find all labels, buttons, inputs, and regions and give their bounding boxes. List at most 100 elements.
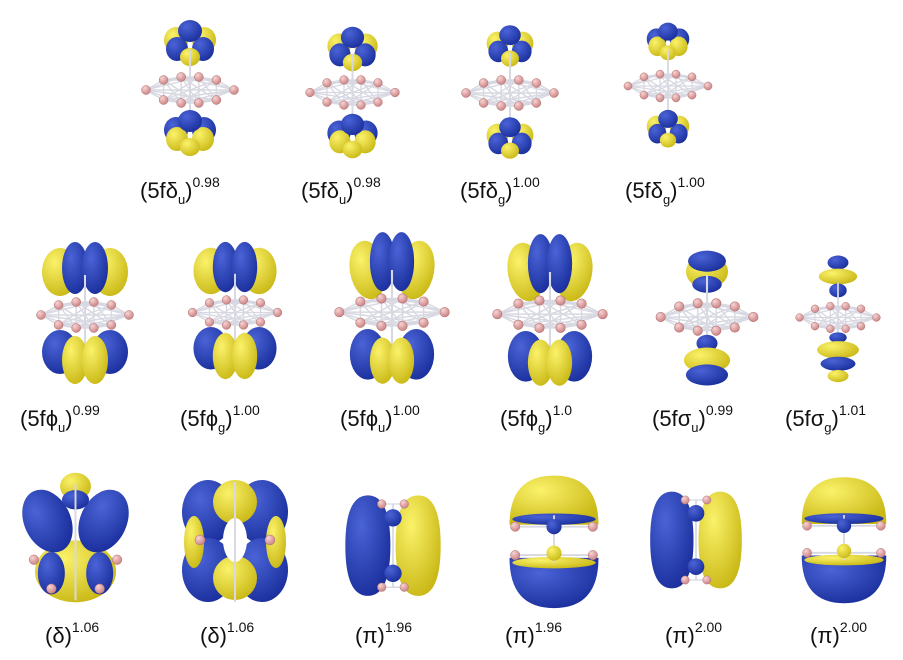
orbital-plot [618,10,718,162]
orbital-svg [182,480,288,602]
bond-line [814,308,831,330]
orbital-plot [790,240,886,395]
blue-lobe [499,117,521,138]
orbital-plot [135,15,245,165]
bond-line [518,79,537,104]
yellow-lobe [232,332,258,380]
blue-lobe [82,242,108,294]
bond-line [845,305,862,327]
orbital-plot [790,470,898,605]
bond-line [517,303,541,329]
boron-atom [687,90,697,100]
orbital-label: (5fδg)1.00 [625,174,705,207]
boron-atom [876,548,886,558]
blue-lobe [22,489,73,553]
boron-atom [356,100,366,110]
boron-atom [655,93,665,103]
boron-atom [390,87,400,98]
yellow-lobe [509,475,599,525]
orbital-label: (5fσu)0.99 [652,402,734,435]
yellow-lobe [62,336,88,384]
boron-atom [53,320,64,330]
boron-atom [534,295,545,306]
boron-atom [841,302,850,311]
boron-atom [124,310,134,320]
boron-atom [418,296,429,307]
boron-atom [702,495,712,505]
boron-atom [729,322,740,333]
yellow-lobe [82,336,108,384]
boron-atom [810,304,820,313]
boron-atom [194,98,204,108]
orbital-svg [623,22,713,148]
boron-atom [89,297,99,307]
boron-atom [478,98,489,108]
orbital-label: (5fδg)1.00 [460,174,540,207]
bond-line [242,299,262,323]
bond-line [163,89,235,101]
blue-lobe [546,519,562,535]
orbital-plot [622,475,770,600]
boron-atom [399,582,409,592]
boron-atom [810,322,820,331]
orbital-plot [20,240,150,390]
boron-atom [692,325,703,336]
boron-atom [355,296,366,307]
bond-line [675,73,693,96]
blue-lobe [178,20,202,42]
bond-line [208,302,228,326]
boron-atom [376,293,387,304]
orbital-svg [801,477,887,604]
blue-lobe [78,489,129,553]
blue-lobe [546,234,573,294]
orbital-plot [8,465,143,610]
boron-atom [639,72,649,82]
yellow-lobe [659,132,677,148]
bond-line [643,73,677,96]
orbital-plot [165,462,305,612]
boron-atom [339,100,349,110]
boron-atom [576,319,587,330]
boron-atom [221,320,232,330]
boron-atom [671,93,681,103]
boron-atom [373,78,383,88]
boron-atom [397,293,408,304]
boron-atom [587,521,598,532]
yellow-lobe [512,556,596,569]
orbital-svg [461,25,559,159]
bond-line [518,299,561,326]
yellow-lobe [180,138,200,156]
bond-line [659,76,693,99]
bond-line [559,299,583,326]
blue-lobe [388,232,415,292]
boron-atom [377,582,387,592]
boron-atom [872,313,881,322]
boron-atom [158,95,169,105]
blue-lobe [384,509,402,527]
yellow-lobe [527,339,554,386]
boron-atom [496,101,506,111]
boron-atom [158,75,169,85]
boron-atom [510,521,521,532]
boron-atom [461,88,471,98]
bond-line [58,314,130,326]
boron-atom [555,322,566,333]
bond-line [518,313,603,326]
boron-atom [711,325,722,336]
boron-atom [549,88,559,98]
boron-atom [826,302,835,311]
boron-atom [238,295,249,305]
bond-line [360,311,445,324]
blue-lobe [696,334,718,352]
bond-line [643,76,661,99]
yellow-lobe [817,341,859,359]
blue-lobe [827,255,849,270]
bond-line [643,85,709,96]
boron-atom [492,309,503,320]
bond-line [58,301,95,326]
bond-line [226,302,261,326]
boron-atom [255,298,266,308]
blue-lobe [688,250,726,272]
orbital-svg [795,255,881,383]
bond-line [180,79,217,104]
